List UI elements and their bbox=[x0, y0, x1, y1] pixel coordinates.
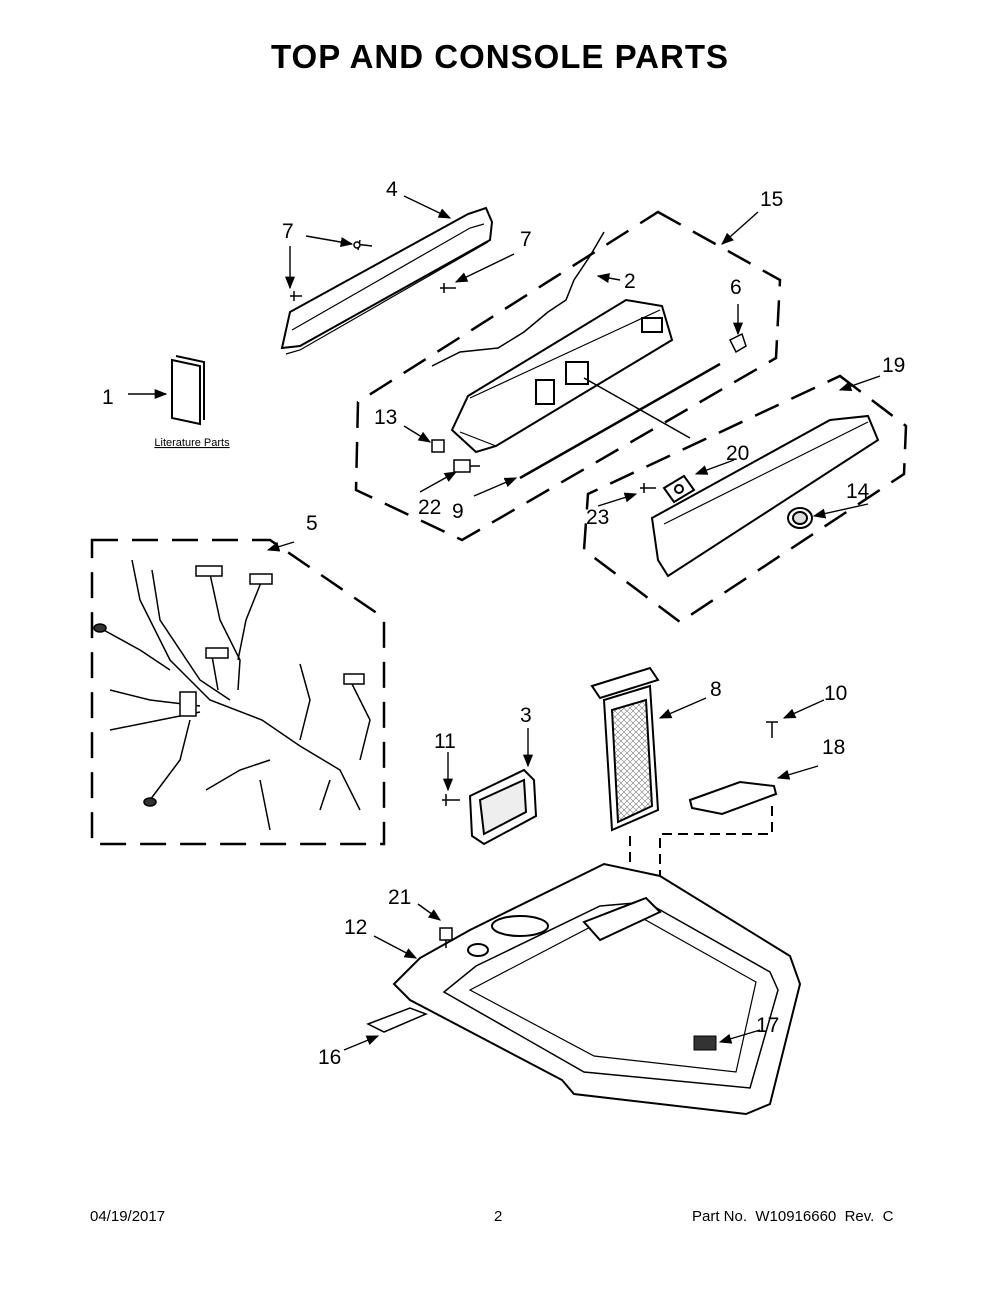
callout-17: 17 bbox=[756, 1014, 779, 1037]
callout-22: 22 bbox=[418, 496, 441, 519]
switch-part-20 bbox=[662, 474, 696, 504]
callout-9: 9 bbox=[452, 500, 464, 523]
wire-harness-boundary-5 bbox=[90, 538, 386, 846]
leader-line bbox=[659, 806, 773, 880]
callout-18: 18 bbox=[822, 736, 845, 759]
screw-part-7a bbox=[353, 239, 373, 251]
callout-20: 20 bbox=[726, 442, 749, 465]
callout-14: 14 bbox=[846, 480, 870, 503]
callout-7a: 7 bbox=[282, 220, 294, 243]
callout-15: 15 bbox=[760, 188, 783, 211]
callout-7b: 7 bbox=[520, 228, 532, 251]
callout-arrows bbox=[128, 195, 881, 1051]
label-part-16 bbox=[366, 1007, 429, 1033]
callout-2: 2 bbox=[624, 270, 636, 293]
bracket-part-18 bbox=[688, 780, 778, 816]
screw-part-7b bbox=[290, 283, 456, 301]
callout-23: 23 bbox=[586, 506, 609, 529]
control-board-part-3 bbox=[468, 768, 538, 846]
callout-19: 19 bbox=[882, 354, 905, 377]
literature-parts-label: Literature Parts bbox=[154, 437, 230, 449]
footer-page-number: 2 bbox=[494, 1208, 503, 1225]
console-back-part-19 bbox=[650, 414, 880, 578]
screw-part-22 bbox=[453, 459, 480, 473]
callout-4: 4 bbox=[386, 178, 398, 201]
knob-part-14 bbox=[787, 507, 813, 529]
screw-part-23 bbox=[640, 483, 656, 493]
wire-harness-part-5 bbox=[93, 559, 371, 831]
callout-1: 1 bbox=[102, 386, 114, 409]
screw-part-10 bbox=[766, 721, 778, 738]
callout-16: 16 bbox=[318, 1046, 341, 1069]
literature-booklet-part-1 bbox=[171, 355, 205, 426]
callout-8: 8 bbox=[710, 678, 722, 701]
callout-12: 12 bbox=[344, 916, 367, 939]
lint-filter-part-8 bbox=[590, 666, 660, 832]
clip-part-6 bbox=[728, 332, 747, 354]
console-back-boundary-19 bbox=[582, 374, 908, 624]
screw-part-11 bbox=[442, 794, 460, 806]
wire-part-2 bbox=[431, 231, 605, 367]
callout-6: 6 bbox=[730, 276, 742, 299]
console-panel-part-15 bbox=[450, 298, 721, 480]
footer-date: 04/19/2017 bbox=[90, 1208, 166, 1225]
console-trim-part-4 bbox=[280, 206, 494, 355]
callout-5: 5 bbox=[306, 512, 318, 535]
callout-13: 13 bbox=[374, 406, 397, 429]
callout-3: 3 bbox=[520, 704, 532, 727]
top-panel-part-12 bbox=[392, 862, 802, 1116]
callout-21: 21 bbox=[388, 886, 411, 909]
screw-part-21 bbox=[439, 927, 453, 948]
badge-part-17 bbox=[693, 1035, 717, 1051]
callout-labels: 1 2 3 4 5 6 7 7 8 9 10 11 12 13 14 15 16… bbox=[102, 178, 905, 1069]
nut-part-13 bbox=[431, 439, 445, 453]
callout-10: 10 bbox=[824, 682, 847, 705]
callout-11: 11 bbox=[434, 730, 456, 753]
page-title: TOP AND CONSOLE PARTS bbox=[271, 38, 729, 75]
console-assembly-boundary-15 bbox=[354, 210, 782, 542]
footer-part-number: Part No. W10916660 Rev. C bbox=[692, 1208, 894, 1225]
